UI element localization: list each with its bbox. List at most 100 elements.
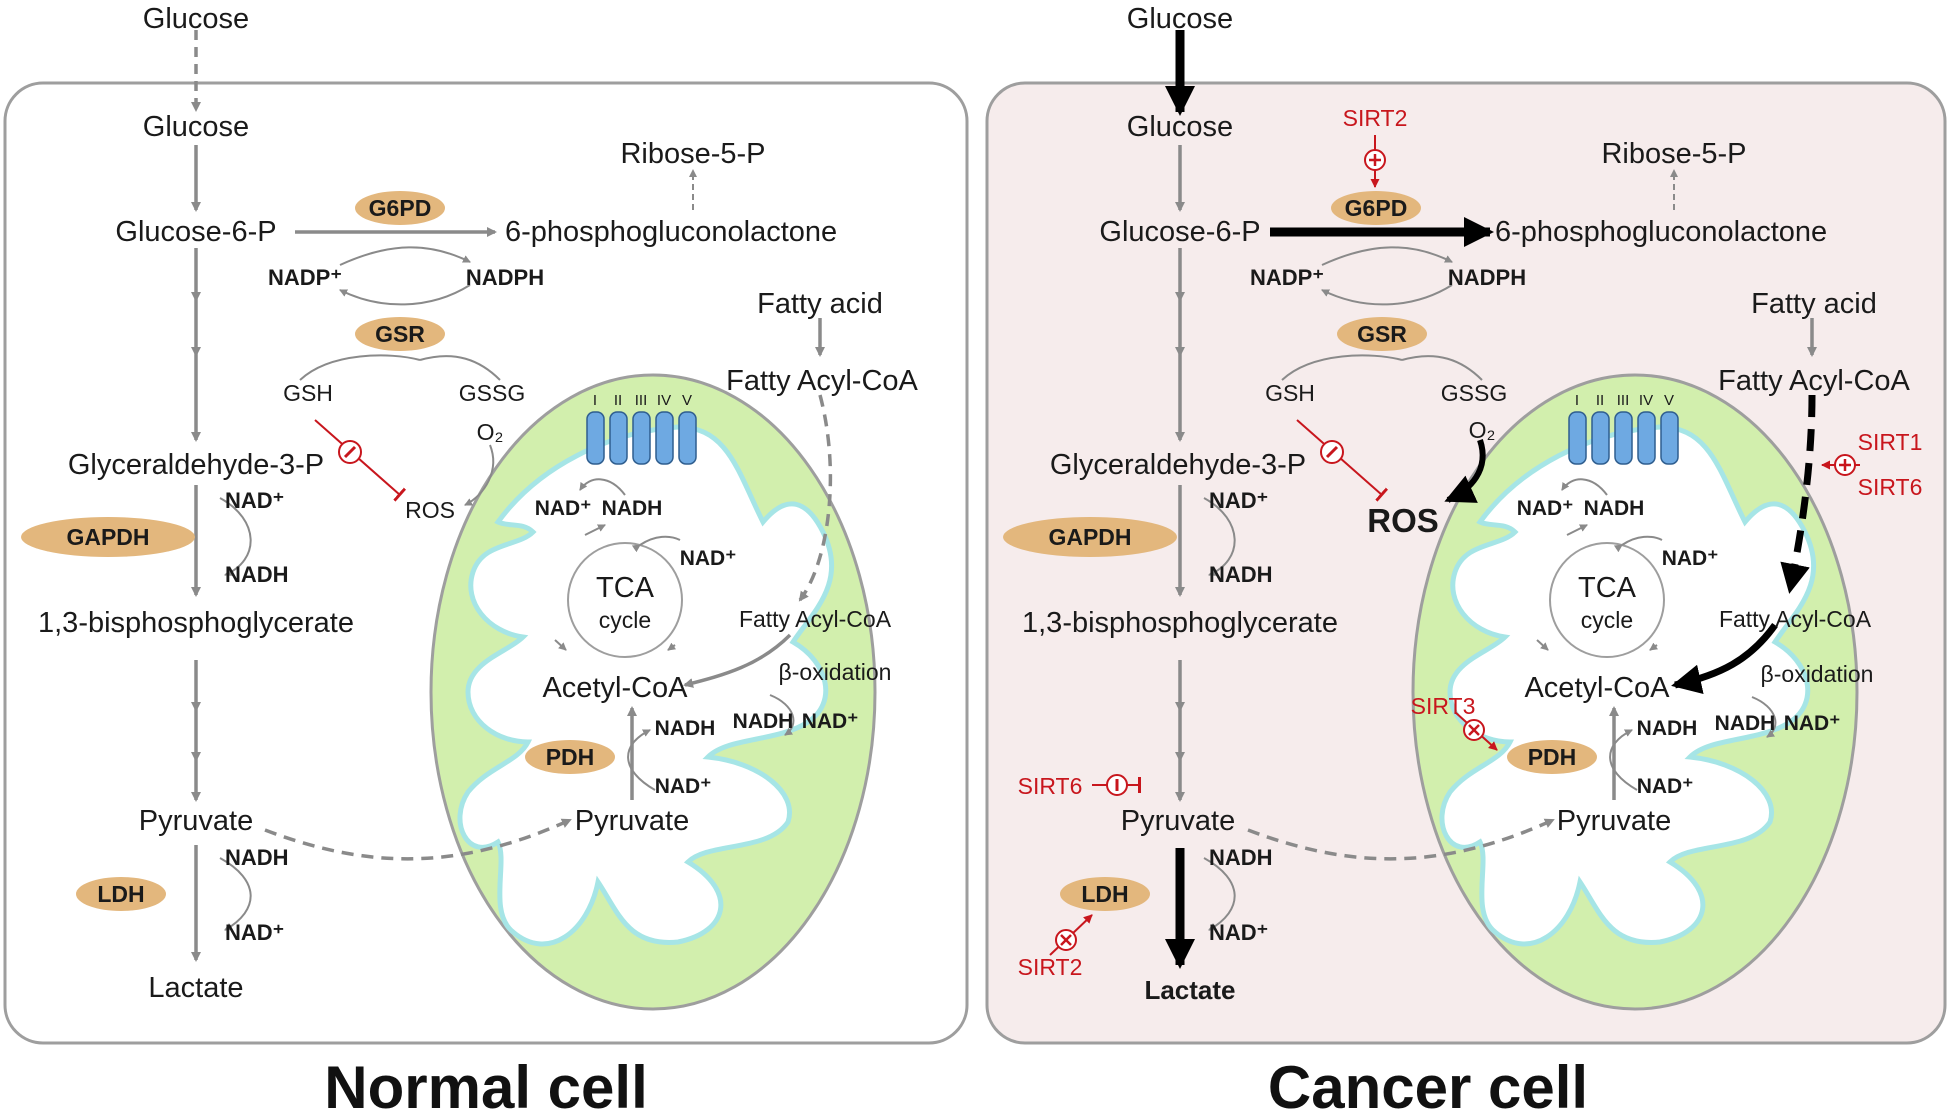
beta-oxidation-label: β-oxidation [1761, 661, 1874, 687]
mito-fatty-acyl-coa-label: Fatty Acyl-CoA [1719, 606, 1872, 632]
o2-label: O₂ [477, 419, 504, 445]
normal-cell-title: Normal cell [324, 1054, 647, 1115]
pdh-label: PDH [1528, 744, 1577, 770]
tca-nad-arc [631, 535, 681, 553]
tca-arrow [667, 642, 677, 651]
beta-cofactor-arc [769, 694, 795, 736]
glucose-6-p-label: Glucose-6-P [115, 216, 276, 248]
etc-nadh-label: NADH [602, 497, 663, 520]
nadp-label: NADP⁺ [1250, 265, 1324, 290]
glyceraldehyde-3-p-label: Glyceraldehyde-3-P [68, 449, 324, 481]
ldh-cofactor-arc [219, 857, 252, 931]
nadp-to-nadph-arc [1321, 246, 1453, 266]
beta-oxidation-label: β-oxidation [779, 659, 892, 685]
gsr-cycle-arc-2 [419, 355, 501, 381]
mito-pyruvate-label: Pyruvate [575, 805, 689, 837]
tca-cycle-circle [567, 542, 683, 658]
beta-nadh-label: NADH [1715, 712, 1776, 735]
nad-label: NAD⁺ [225, 488, 284, 513]
ribose-5-p-label: Ribose-5-P [620, 138, 765, 170]
fatty-acyl-transport-arrow [798, 394, 833, 602]
modulate-icon-x2 [1060, 934, 1072, 946]
glucose-extracellular-label: Glucose [1127, 3, 1233, 35]
tca-nad-arc [1613, 535, 1663, 553]
glucose-label: Glucose [143, 111, 249, 143]
complex-iv [655, 411, 674, 465]
gsr-label: GSR [375, 321, 425, 347]
pyruvate-transport-arrow [264, 818, 572, 861]
acetyl-to-tca-arrow [554, 639, 567, 651]
ldh-nadh-label: NADH [225, 845, 289, 870]
fatty-acyl-coa-label: Fatty Acyl-CoA [726, 365, 918, 397]
o2-to-ros-arrow-enhanced [1444, 439, 1486, 503]
gapdh-cofactor-arc [219, 497, 252, 576]
ldh-enzyme [76, 877, 166, 911]
gapdh-label: GAPDH [66, 524, 149, 550]
bisphosphoglycerate-label: 1,3-bisphosphoglycerate [38, 607, 354, 639]
o2-label: O₂ [1469, 417, 1496, 443]
gapdh-enzyme [21, 517, 195, 557]
lactate-label: Lactate [148, 972, 243, 1004]
fatty-acyl-transport-arrow-enhanced [1780, 394, 1816, 594]
normal-cell-panel: Glucose Glucose Glucose-6-P G6PD 6-phosp… [3, 3, 969, 1115]
ldh-nad-label: NAD⁺ [225, 920, 284, 945]
acetyl-to-tca-arrow [1536, 639, 1549, 651]
tca-label: TCA [596, 572, 655, 604]
gsr-label: GSR [1357, 321, 1407, 347]
ldh-label: LDH [1081, 881, 1128, 907]
etc-nad-label: NAD⁺ [535, 497, 592, 520]
complex-v [1660, 411, 1679, 465]
gsr-cycle-arc [299, 354, 421, 381]
gapdh-label: GAPDH [1048, 524, 1131, 550]
etc-cofactor-arc [579, 478, 626, 496]
fatty-acid-label: Fatty acid [1751, 288, 1877, 320]
gapdh-enzyme [1003, 517, 1177, 557]
etc-nad-label: NAD⁺ [1517, 497, 1574, 520]
complex-v-label: V [1664, 392, 1674, 409]
mito-fatty-acyl-coa-label: Fatty Acyl-CoA [739, 606, 892, 632]
inhibit-icon-bar [343, 445, 357, 459]
ldh-label: LDH [97, 881, 144, 907]
complex-iii-label: III [1617, 392, 1630, 409]
pdh-cofactor-arc [1609, 729, 1638, 791]
gsh-label: GSH [283, 380, 333, 406]
glucose-label: Glucose [1127, 111, 1233, 143]
beta-nad-label: NAD⁺ [1784, 712, 1841, 735]
cycle-label: cycle [1581, 607, 1633, 633]
gsr-enzyme [355, 317, 445, 351]
etc-cofactor-arc [1561, 478, 1608, 496]
pdh-enzyme [525, 740, 615, 774]
complex-v-label: V [682, 392, 692, 409]
complex-iii [1614, 411, 1633, 465]
gsh-label: GSH [1265, 380, 1315, 406]
complex-i-label: I [593, 392, 597, 409]
sirt2-g6pd-label: SIRT2 [1343, 105, 1408, 131]
pyruvate-label: Pyruvate [139, 805, 253, 837]
g6pd-label: G6PD [369, 195, 432, 221]
nadp-label: NADP⁺ [268, 265, 342, 290]
gssg-label: GSSG [1441, 380, 1507, 406]
beta-cofactor-arc [1751, 696, 1777, 738]
nadh-label: NADH [225, 562, 289, 587]
nadph-label: NADPH [466, 265, 544, 290]
inhibit-icon-bar [1325, 445, 1339, 459]
nadph-to-nadp-arc [339, 284, 471, 306]
complex-ii-label: II [614, 392, 622, 409]
glucose-extracellular-label: Glucose [143, 3, 249, 35]
gsr-enzyme [1337, 317, 1427, 351]
modulate-icon-x2 [1468, 724, 1480, 736]
g6pd-enzyme [1331, 191, 1421, 225]
nadph-label: NADPH [1448, 265, 1526, 290]
o2-to-ros-arrow [464, 444, 495, 506]
gsr-cycle-arc [1281, 354, 1403, 381]
complex-ii [609, 411, 628, 465]
tca-to-etc-arrow [584, 524, 606, 536]
sirt3-label: SIRT3 [1411, 693, 1476, 719]
cancer-cell-panel: Glucose Glucose Glucose-6-P G6PD 6-phosp… [985, 3, 1947, 1115]
electron-transport-chain [586, 411, 697, 465]
bisphosphoglycerate-label: 1,3-bisphosphoglycerate [1022, 607, 1338, 639]
mito-pyruvate-label: Pyruvate [1557, 805, 1671, 837]
complex-iv-label: IV [1639, 392, 1653, 409]
pdh-nad-label: NAD⁺ [1637, 775, 1694, 798]
